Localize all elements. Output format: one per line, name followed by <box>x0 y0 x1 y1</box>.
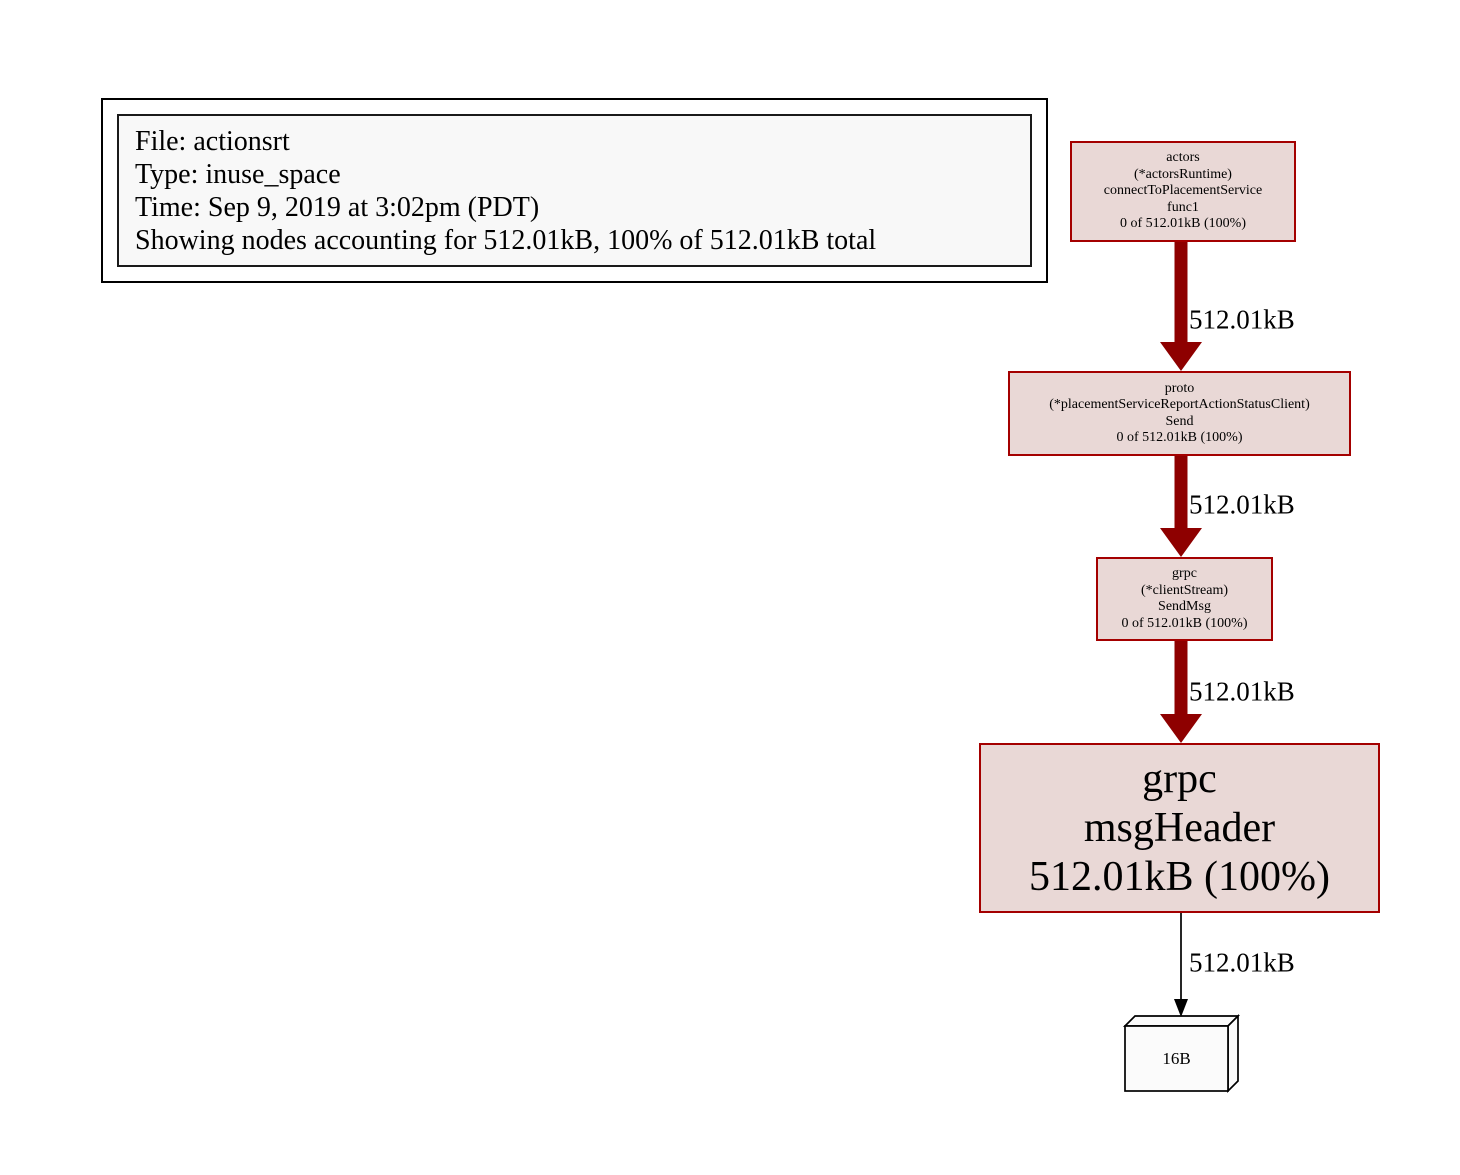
edge-weight-label: 512.01kB <box>1189 947 1295 978</box>
legend-time-line: Time: Sep 9, 2019 at 3:02pm (PDT) <box>135 192 540 223</box>
edge-weight-label: 512.01kB <box>1189 676 1295 707</box>
node-line: grpc <box>1142 755 1217 802</box>
legend-box: File: actionsrt Type: inuse_space Time: … <box>101 98 1048 283</box>
node-line: connectToPlacementService <box>1103 183 1263 199</box>
node-grpc-msgheader[interactable]: grpc msgHeader 512.01kB (100%) <box>979 743 1380 913</box>
node-line: func1 <box>1167 199 1199 215</box>
node-line: (*actorsRuntime) <box>1134 166 1232 182</box>
node-line: Send <box>1165 413 1194 429</box>
edge-msgheader-to-leaf[interactable] <box>1174 913 1188 1017</box>
node-value: 0 of 512.01kB (100%) <box>1120 216 1246 232</box>
node-value: 0 of 512.01kB (100%) <box>1121 615 1248 631</box>
node-line: SendMsg <box>1158 599 1211 614</box>
node-line: actors <box>1166 150 1200 166</box>
node-leaf-16b-shape[interactable] <box>1122 1013 1241 1094</box>
node-leaf-16b-label: 16B <box>1162 1048 1191 1068</box>
edge-proto-to-clientstream[interactable] <box>1160 456 1202 557</box>
node-value: 0 of 512.01kB (100%) <box>1116 430 1243 445</box>
node-line: (*clientStream) <box>1140 582 1229 598</box>
edge-weight-label: 512.01kB <box>1189 304 1295 335</box>
edge-clientstream-to-msgheader[interactable] <box>1160 641 1202 743</box>
node-line: msgHeader <box>1083 804 1276 851</box>
legend-file-line: File: actionsrt <box>135 126 290 157</box>
node-actors-connectToPlacementService-func1[interactable]: actors (*actorsRuntime) connectToPlaceme… <box>1070 141 1296 242</box>
edge-weight-label: 512.01kB <box>1189 489 1295 520</box>
node-grpc-clientstream-sendmsg[interactable]: grpc (*clientStream) SendMsg 0 of 512.01… <box>1096 557 1273 641</box>
node-line: (*placementServiceReportActionStatusClie… <box>1049 397 1310 412</box>
legend-total-line: Showing nodes accounting for 512.01kB, 1… <box>135 225 877 256</box>
legend-inner-box: File: actionsrt Type: inuse_space Time: … <box>117 114 1032 267</box>
node-proto-send[interactable]: proto (*placementServiceReportActionStat… <box>1008 371 1351 456</box>
legend-type-line: Type: inuse_space <box>135 159 341 190</box>
node-line: proto <box>1164 380 1195 396</box>
edge-actors-to-proto[interactable] <box>1160 242 1202 371</box>
node-line: grpc <box>1172 566 1197 581</box>
node-value: 512.01kB (100%) <box>1029 853 1330 900</box>
